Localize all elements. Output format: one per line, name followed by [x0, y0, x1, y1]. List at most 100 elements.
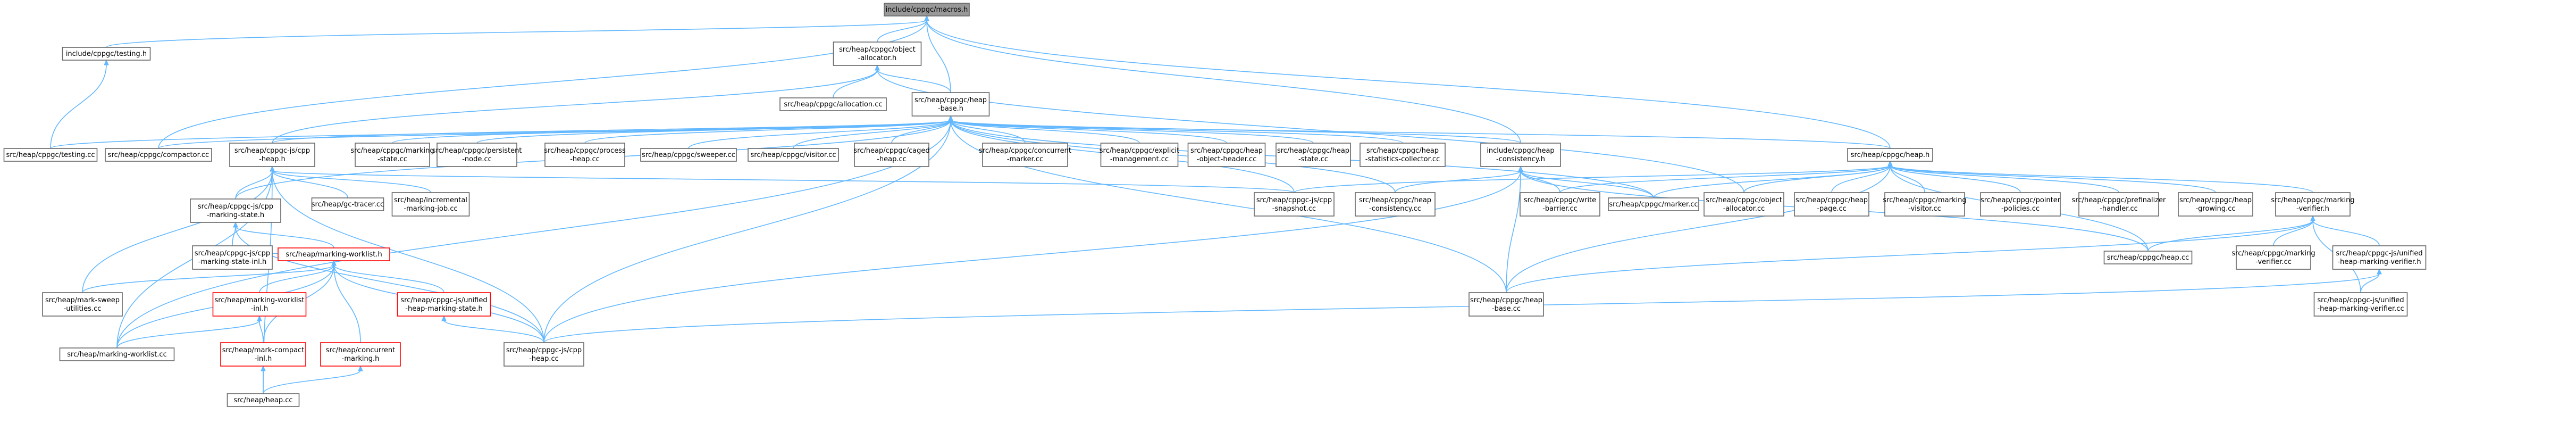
node-src-heap-cppgc-marking-state-cc[interactable]: src/heap/cppgc/marking-state.cc — [350, 143, 434, 167]
node-src-heap-cppgc-visitor-cc[interactable]: src/heap/cppgc/visitor.cc — [748, 148, 839, 162]
node-label: src/heap/cppgc/heap — [1366, 147, 1439, 155]
node-label: src/heap/marking-worklist.h — [286, 251, 382, 259]
node-src-heap-concurrent-marking-h[interactable]: src/heap/concurrent-marking.h — [320, 342, 401, 367]
node-box — [1704, 192, 1784, 217]
node-src-heap-cppgc-caged-heap-cc[interactable]: src/heap/cppgc/caged-heap.cc — [853, 143, 930, 167]
node-box — [437, 143, 517, 167]
node-label: -state.cc — [1298, 155, 1328, 163]
node-src-heap-cppgc-heap-page-cc[interactable]: src/heap/cppgc/heap-page.cc — [1794, 192, 1869, 217]
node-src-heap-heap-cc[interactable]: src/heap/heap.cc — [226, 393, 300, 407]
node-src-heap-mark-compact-inl-h[interactable]: src/heap/mark-compact-inl.h — [220, 342, 306, 367]
node-src-heap-cppgc-js-cpp-marking-state-h[interactable]: src/heap/cppgc-js/cpp-marking-state.h — [190, 198, 281, 223]
node-src-heap-incremental-marking-job-cc[interactable]: src/heap/incremental-marking-job.cc — [391, 192, 470, 217]
node-src-heap-cppgc-persistent-node-cc[interactable]: src/heap/cppgc/persistent-node.cc — [432, 143, 522, 167]
node-src-heap-marking-worklist-inl-h[interactable]: src/heap/marking-worklist-inl.h — [212, 292, 307, 317]
edge-cppgc_heap_h-to-obj_alloc_h — [272, 69, 878, 144]
edge-caged_heap_cc-to-heap_base_h — [891, 120, 951, 144]
edge-allocation_cc-to-obj_alloc_h — [833, 69, 878, 98]
node-label: src/heap/cppgc/marker.cc — [1609, 201, 1698, 209]
node-box — [1980, 192, 2061, 217]
node-src-heap-cppgc-compactor-cc[interactable]: src/heap/cppgc/compactor.cc — [105, 148, 212, 162]
edge-cpp_heap_cc-to-heap_consistency_h — [543, 170, 1521, 343]
node-label: src/heap/cppgc/heap — [1190, 147, 1263, 155]
node-src-heap-cppgc-js-cpp-heap-cc[interactable]: src/heap/cppgc-js/cpp-heap.cc — [504, 342, 584, 367]
node-src-heap-cppgc-js-unified-heap-marking-verifier-h[interactable]: src/heap/cppgc-js/unified-heap-marking-v… — [2332, 245, 2427, 270]
node-src-heap-cppgc-js-cpp-marking-state-inl-h[interactable]: src/heap/cppgc-js/cpp-marking-state-inl.… — [192, 245, 273, 270]
node-include-cppgc-testing-h[interactable]: include/cppgc/testing.h — [62, 47, 151, 61]
edge-heap_page_cc-to-heap_h — [1831, 165, 1891, 193]
node-label: src/heap/cppgc/heap — [1795, 196, 1868, 204]
node-src-heap-cppgc-js-unified-heap-marking-state-h[interactable]: src/heap/cppgc-js/unified-heap-marking-s… — [397, 292, 491, 317]
node-src-heap-cppgc-process-heap-cc[interactable]: src/heap/cppgc/process-heap.cc — [544, 143, 626, 167]
node-src-heap-cppgc-testing-cc[interactable]: src/heap/cppgc/testing.cc — [3, 148, 98, 162]
edge-arrowhead — [1887, 160, 1893, 167]
node-label: src/heap/cppgc/heap — [1470, 296, 1542, 304]
node-box — [2275, 192, 2351, 217]
node-src-heap-cppgc-marking-visitor-cc[interactable]: src/heap/cppgc/marking-visitor.cc — [1883, 192, 1967, 217]
node-src-heap-cppgc-heap-base-cc[interactable]: src/heap/cppgc/heap-base.cc — [1469, 292, 1544, 317]
edge-marking_verifier_cc-to-marking_verifier_h — [2273, 220, 2313, 246]
node-label: -consistency.h — [1496, 155, 1545, 163]
node-label: -heap.h — [259, 155, 286, 163]
node-src-heap-cppgc-heap-h[interactable]: src/heap/cppgc/heap.h — [1847, 148, 1933, 162]
node-label: -snapshot.cc — [1272, 205, 1316, 213]
node-src-heap-marking-worklist-cc[interactable]: src/heap/marking-worklist.cc — [59, 347, 175, 361]
edge-heap_cc_cppgc-to-marking_verifier_h — [2147, 220, 2313, 252]
node-label: -growing.cc — [2195, 205, 2235, 213]
node-label: src/heap/cppgc/marking — [1883, 196, 1966, 204]
node-label: -page.cc — [1817, 205, 1847, 213]
node-src-heap-cppgc-pointer-policies-cc[interactable]: src/heap/cppgc/pointer-policies.cc — [1980, 192, 2061, 217]
node-box — [2236, 245, 2311, 270]
node-label: src/heap/cppgc/heap — [1277, 147, 1349, 155]
node-label: src/heap/cppgc-js/cpp — [198, 203, 273, 211]
edge-process_heap_cc-to-heap_base_h — [584, 120, 951, 144]
edge-arrowhead — [358, 365, 363, 371]
node-label: -utilities.cc — [64, 305, 102, 313]
node-box — [220, 342, 306, 367]
node-src-heap-cppgc-heap-statistics-collector-cc[interactable]: src/heap/cppgc/heap-statistics-collector… — [1360, 143, 1446, 167]
node-box — [278, 247, 390, 261]
node-src-heap-cppgc-js-unified-heap-marking-verifier-cc[interactable]: src/heap/cppgc-js/unified-heap-marking-v… — [2313, 292, 2408, 317]
node-src-heap-cppgc-write-barrier-cc[interactable]: src/heap/cppgc/write-barrier.cc — [1520, 192, 1600, 217]
node-src-heap-mark-sweep-utilities-cc[interactable]: src/heap/mark-sweep-utilities.cc — [42, 292, 123, 317]
node-src-heap-cppgc-marking-verifier-h[interactable]: src/heap/cppgc/marking-verifier.h — [2271, 192, 2355, 217]
node-src-heap-cppgc-sweeper-cc[interactable]: src/heap/cppgc/sweeper.cc — [640, 148, 737, 162]
node-box — [105, 148, 212, 162]
node-label: -allocator.h — [858, 54, 897, 62]
node-src-heap-cppgc-allocation-cc[interactable]: src/heap/cppgc/allocation.cc — [779, 97, 887, 111]
node-src-heap-cppgc-concurrent-marker-cc[interactable]: src/heap/cppgc/concurrent-marker.cc — [979, 143, 1071, 167]
node-src-heap-gc-tracer-cc[interactable]: src/heap/gc-tracer.cc — [311, 197, 384, 211]
edge-cpp_heap_cc-to-cppgc_heap_h — [272, 170, 544, 343]
node-src-heap-cppgc-heap-cc[interactable]: src/heap/cppgc/heap.cc — [2103, 251, 2193, 264]
node-src-heap-cppgc-prefinalizer-handler-cc[interactable]: src/heap/cppgc/prefinalizer-handler.cc — [2072, 192, 2166, 217]
node-label: src/heap/cppgc-js/unified — [400, 296, 487, 304]
node-src-heap-cppgc-marking-verifier-cc[interactable]: src/heap/cppgc/marking-verifier.cc — [2231, 245, 2315, 270]
node-src-heap-cppgc-object-allocator-cc[interactable]: src/heap/cppgc/object-allocator.cc — [1704, 192, 1784, 217]
node-src-heap-cppgc-marker-cc[interactable]: src/heap/cppgc/marker.cc — [1608, 197, 1699, 211]
node-label: src/heap/concurrent — [326, 346, 395, 354]
node-include-cppgc-heap-consistency-h[interactable]: include/cppgc/heap-consistency.h — [1480, 143, 1561, 167]
node-box — [982, 143, 1068, 167]
edge-arrowhead — [257, 315, 262, 321]
node-src-heap-marking-worklist-h[interactable]: src/heap/marking-worklist.h — [278, 247, 390, 261]
node-src-heap-cppgc-js-cpp-snapshot-cc[interactable]: src/heap/cppgc-js/cpp-snapshot.cc — [1254, 192, 1335, 217]
node-src-heap-cppgc-js-cpp-heap-h[interactable]: src/heap/cppgc-js/cpp-heap.h — [229, 143, 315, 167]
edge-persistent_node_cc-to-heap_base_h — [476, 120, 951, 144]
node-box — [884, 3, 970, 16]
node-src-heap-cppgc-heap-consistency-cc[interactable]: src/heap/cppgc/heap-consistency.cc — [1355, 192, 1436, 217]
node-label: -heap-marking-verifier.cc — [2317, 305, 2404, 313]
node-box — [212, 292, 307, 317]
node-src-heap-cppgc-explicit-management-cc[interactable]: src/heap/cppgc/explicit-management.cc — [1100, 143, 1179, 167]
node-box — [320, 342, 401, 367]
edge-mark_sweep_utils_cc-to-cppgc_heap_h — [82, 170, 273, 293]
node-src-heap-cppgc-object-allocator-h[interactable]: src/heap/cppgc/object-allocator.h — [833, 42, 922, 66]
node-include-cppgc-macros-h[interactable]: include/cppgc/macros.h — [884, 3, 970, 16]
edge-heap_h-to-heap_base_h — [950, 120, 1891, 149]
node-src-heap-cppgc-heap-growing-cc[interactable]: src/heap/cppgc/heap-growing.cc — [2178, 192, 2253, 217]
node-src-heap-cppgc-heap-base-h[interactable]: src/heap/cppgc/heap-base.h — [911, 92, 990, 117]
node-label: src/heap/cppgc-js/cpp — [195, 250, 270, 258]
node-box — [355, 143, 430, 167]
node-src-heap-cppgc-heap-state-cc[interactable]: src/heap/cppgc/heap-state.cc — [1276, 143, 1351, 167]
node-src-heap-cppgc-heap-object-header-cc[interactable]: src/heap/cppgc/heap-object-header.cc — [1187, 143, 1266, 167]
